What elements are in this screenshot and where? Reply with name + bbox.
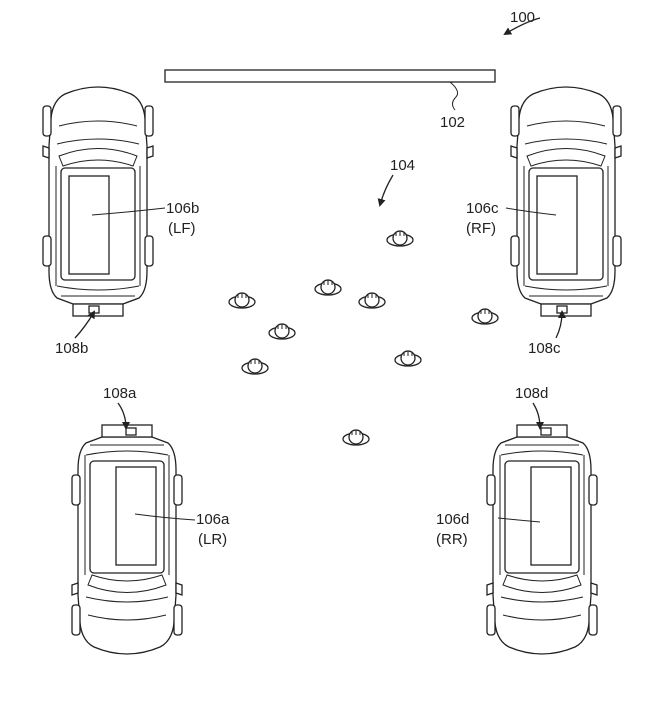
vehicle-rr: 106d (RR) 108d — [436, 385, 598, 655]
person-icon — [394, 350, 422, 367]
vehicle-lr: 106a (LR) 108a — [71, 385, 230, 655]
vehicle-lf: 106b (LF) 108b — [42, 86, 199, 357]
vehicle-lf-pos: (LF) — [168, 220, 196, 237]
vehicle-lr-pos: (LR) — [198, 531, 227, 548]
figure-ref-label: 100 — [510, 9, 535, 26]
person-icon — [268, 323, 296, 340]
vehicle-rf-id: 106c — [466, 200, 499, 217]
vehicle-rf-body — [510, 86, 622, 317]
sensor-108d-arrow — [532, 402, 544, 430]
vehicle-lf-leader — [91, 207, 166, 216]
vehicle-rr-id: 106d — [436, 511, 469, 528]
person-icon — [386, 230, 414, 247]
vehicle-lf-id: 106b — [166, 200, 199, 217]
figure-ref-arrow — [503, 17, 541, 36]
person-icon — [342, 429, 370, 446]
vehicle-rf-pos: (RF) — [466, 220, 496, 237]
sensor-108c-label: 108c — [528, 340, 561, 357]
person-icon — [358, 292, 386, 309]
vehicle-rf: 106c (RF) 108c — [466, 86, 622, 357]
sensor-108b-label: 108b — [55, 340, 88, 357]
crowd — [228, 230, 499, 446]
screen-leader-line — [449, 81, 459, 111]
sensor-108d-label: 108d — [515, 385, 548, 402]
vehicle-rr-pos: (RR) — [436, 531, 468, 548]
person-icon — [314, 279, 342, 296]
person-icon — [228, 292, 256, 309]
person-icon — [241, 358, 269, 375]
sensor-108b-arrow — [74, 310, 95, 339]
vehicle-rf-leader — [505, 207, 557, 216]
screen-bar — [164, 69, 496, 83]
screen-ref-label: 102 — [440, 114, 465, 131]
vehicle-rr-body — [486, 424, 598, 655]
vehicle-lf-body — [42, 86, 154, 317]
vehicle-lr-body — [71, 424, 183, 655]
vehicle-rr-leader — [497, 517, 541, 523]
vehicle-lr-id: 106a — [196, 511, 230, 528]
sensor-108a-arrow — [117, 402, 130, 430]
sensor-108c-arrow — [555, 310, 566, 339]
person-icon — [471, 308, 499, 325]
crowd-ref-label: 104 — [390, 157, 415, 174]
sensor-108a-label: 108a — [103, 385, 137, 402]
vehicle-lr-leader — [134, 513, 196, 521]
crowd-ref-arrow — [377, 174, 394, 207]
